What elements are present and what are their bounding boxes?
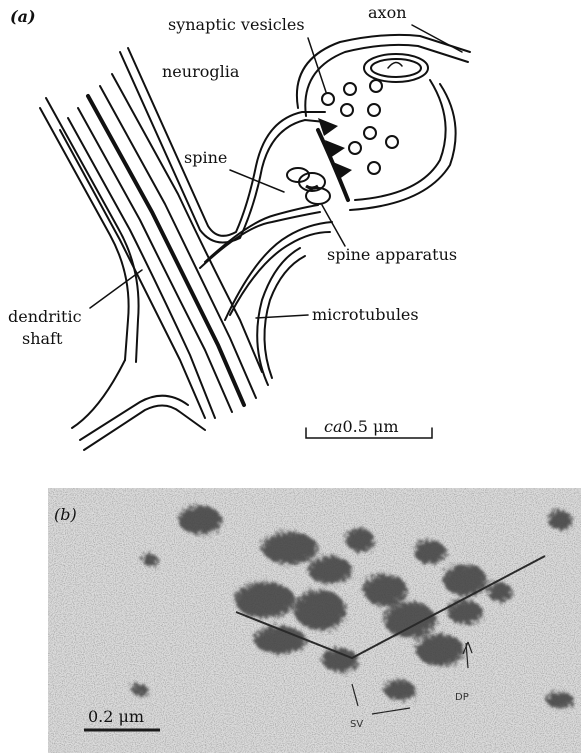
label-dendritic: dendritic — [8, 307, 82, 326]
label-dp: DP — [455, 692, 469, 703]
vesicle — [341, 104, 353, 116]
label-shaft: shaft — [22, 329, 63, 348]
leader-spine-apparatus — [322, 205, 345, 246]
spine-apparatus-drawing — [287, 168, 330, 204]
label-neuroglia: neuroglia — [162, 62, 240, 81]
label-spine: spine — [184, 148, 227, 167]
scale-bar-a-label: ca0.5 μm — [324, 417, 399, 436]
panel-b: (b) DP SV 0.2 μm — [48, 488, 581, 753]
vesicle — [368, 104, 380, 116]
spine-neck-lower — [205, 205, 318, 262]
label-sv: SV — [350, 719, 363, 730]
vesicle — [344, 83, 356, 95]
scale-bar-b-label: 0.2 μm — [88, 707, 144, 726]
label-axon: axon — [368, 3, 407, 22]
panel-b-tag: (b) — [54, 505, 77, 524]
vesicle — [364, 127, 376, 139]
label-synaptic-vesicles: synaptic vesicles — [168, 15, 305, 34]
dendritic-shaft-drawing — [40, 74, 262, 450]
spine-apparatus-dense-plate — [306, 186, 318, 188]
vesicle — [386, 136, 398, 148]
panel-a-labels: axon synaptic vesicles neuroglia spine s… — [8, 3, 462, 438]
label-spine-apparatus: spine apparatus — [327, 245, 457, 264]
mitochondrion-crista — [388, 62, 402, 68]
vesicle — [370, 80, 382, 92]
vesicle — [349, 142, 361, 154]
vesicle — [322, 93, 334, 105]
label-microtubules: microtubules — [312, 305, 419, 324]
axon-membrane-lower — [355, 80, 446, 200]
panel-a-tag: (a) — [10, 7, 36, 26]
spine-base-membrane — [230, 232, 330, 315]
shaft-branch-bottom — [84, 405, 205, 450]
spine-drawing — [120, 48, 332, 385]
leader-axon — [412, 25, 462, 52]
vesicle — [368, 162, 380, 174]
axon-terminal-drawing — [297, 35, 470, 210]
panel-a: (a) — [8, 3, 470, 450]
leader-microtubules — [256, 315, 308, 318]
shaft-branch-lower-left — [72, 360, 125, 428]
leader-dendritic-shaft — [90, 270, 142, 308]
